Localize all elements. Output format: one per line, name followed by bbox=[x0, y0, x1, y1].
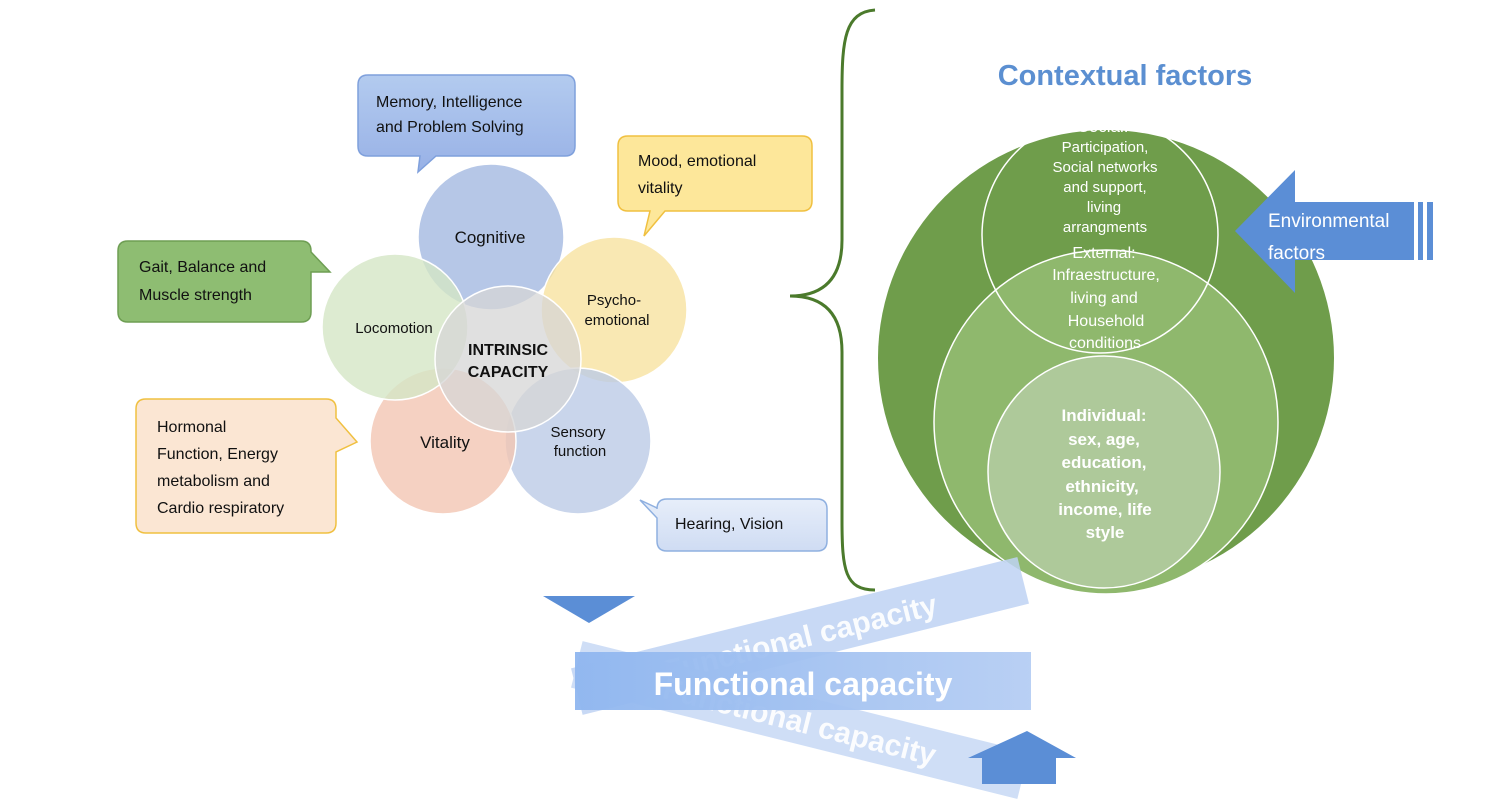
center-intrinsic-capacity bbox=[434, 285, 582, 433]
callout-gait: Gait, Balance and Muscle strength bbox=[117, 240, 332, 323]
environmental-line-2: factors bbox=[1268, 243, 1325, 264]
callout-memory: Memory, Intelligence and Problem Solving bbox=[357, 74, 576, 174]
external-line-1: External: bbox=[1072, 245, 1135, 262]
main-band bbox=[575, 652, 1031, 710]
social-line-2: Participation, bbox=[1062, 139, 1149, 156]
callout-gait-line-1: Gait, Balance and bbox=[139, 259, 266, 276]
callout-memory-line-2: and Problem Solving bbox=[376, 119, 524, 136]
social-line-4: and support, bbox=[1063, 179, 1146, 196]
individual-line-2: sex, age, bbox=[1068, 430, 1140, 449]
individual-line-1: Individual: bbox=[1062, 406, 1147, 425]
environmental-line-1: Environmental bbox=[1268, 211, 1389, 232]
center-label-2: CAPACITY bbox=[468, 364, 549, 381]
petal-vitality-label: Vitality bbox=[420, 433, 470, 452]
petal-psycho-label-1: Psycho- bbox=[587, 292, 641, 309]
external-line-3: living and bbox=[1070, 290, 1138, 307]
up-arrow-icon bbox=[968, 731, 1076, 784]
callout-hormonal-line-3: metabolism and bbox=[157, 473, 270, 490]
callout-hearing-line-1: Hearing, Vision bbox=[675, 516, 783, 533]
external-line-4: Household bbox=[1068, 313, 1145, 330]
individual-line-6: style bbox=[1086, 523, 1125, 542]
callout-hormonal-line-4: Cardio respiratory bbox=[157, 500, 284, 517]
callout-gait-line-2: Muscle strength bbox=[139, 287, 252, 304]
callout-mood-line-2: vitality bbox=[638, 180, 682, 197]
callout-hearing: Hearing, Vision bbox=[639, 498, 828, 552]
contextual-factors: Contextual factors Social: Participation… bbox=[878, 60, 1334, 595]
petal-sensory-label-1: Sensory bbox=[550, 424, 606, 441]
callout-mood-line-1: Mood, emotional bbox=[638, 153, 756, 170]
callout-hormonal-line-2: Function, Energy bbox=[157, 446, 278, 463]
petal-locomotion-label: Locomotion bbox=[355, 320, 433, 337]
functional-capacity-group: Functional capacity Functional capacity … bbox=[543, 557, 1076, 799]
individual-circle bbox=[987, 355, 1221, 589]
callout-memory-line-1: Memory, Intelligence bbox=[376, 94, 523, 111]
social-line-6: arrangments bbox=[1063, 219, 1147, 236]
social-line-1: Social: bbox=[1077, 117, 1128, 136]
petal-sensory-label-2: function bbox=[554, 443, 607, 460]
environmental-factors-arrow: Environmental factors bbox=[1235, 170, 1433, 293]
petal-psycho-label-2: emotional bbox=[584, 312, 649, 329]
petal-cognitive-label: Cognitive bbox=[455, 228, 526, 247]
external-line-2: Infraestructure, bbox=[1052, 267, 1160, 284]
arrow-stripe-2 bbox=[1427, 202, 1433, 260]
callout-mood: Mood, emotional vitality bbox=[617, 135, 813, 237]
intrinsic-capacity-flower: Cognitive Psycho- emotional Sensory func… bbox=[321, 163, 688, 515]
social-line-3: Social networks bbox=[1052, 159, 1157, 176]
social-line-5: living bbox=[1087, 199, 1121, 216]
individual-line-4: ethnicity, bbox=[1065, 477, 1138, 496]
individual-line-3: education, bbox=[1061, 453, 1146, 472]
external-line-5: conditions bbox=[1069, 335, 1141, 352]
individual-line-5: income, life bbox=[1058, 500, 1152, 519]
arrow-stripe-1 bbox=[1418, 202, 1423, 260]
curly-brace bbox=[789, 8, 876, 592]
callout-hormonal: Hormonal Function, Energy metabolism and… bbox=[135, 398, 359, 534]
callout-hormonal-line-1: Hormonal bbox=[157, 419, 226, 436]
functional-capacity-title: Functional capacity bbox=[654, 666, 953, 702]
contextual-title: Contextual factors bbox=[998, 60, 1253, 92]
center-label-1: INTRINSIC bbox=[468, 342, 548, 359]
social-circle bbox=[981, 116, 1219, 354]
down-arrow-icon bbox=[543, 596, 635, 623]
left-arrow-icon bbox=[1235, 170, 1414, 293]
